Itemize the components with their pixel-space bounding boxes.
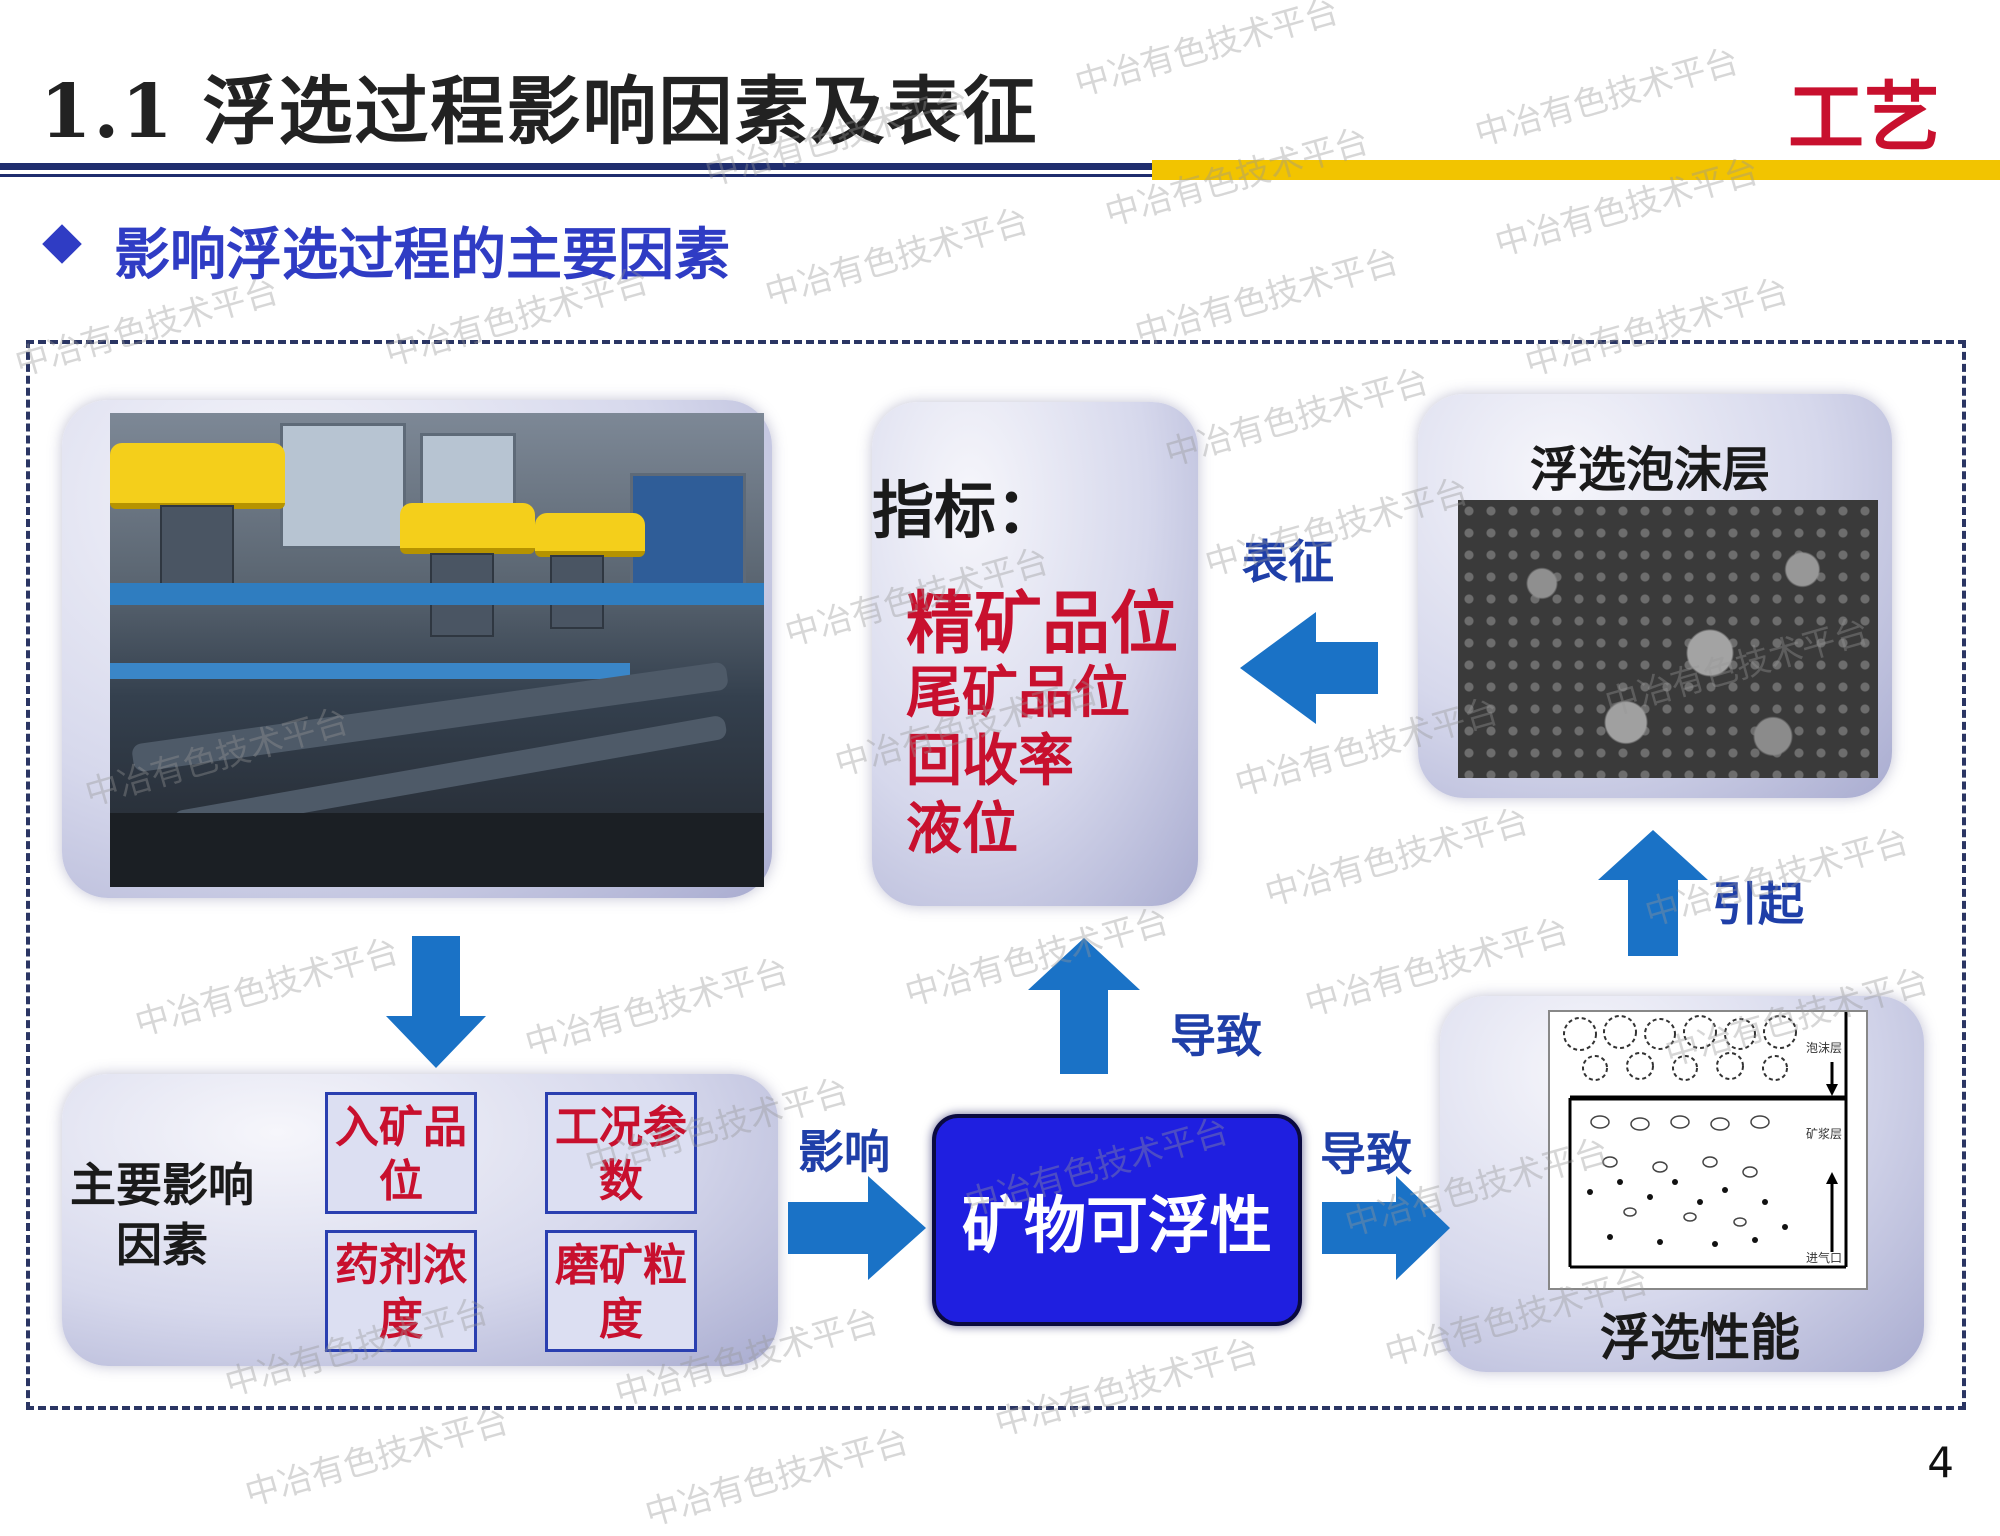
header-rule-navy-thin bbox=[0, 174, 1152, 177]
header-rule-navy bbox=[0, 163, 1152, 170]
foam-photo bbox=[1458, 500, 1878, 778]
diagram-label-foam-layer: 泡沫层 bbox=[1806, 1041, 1842, 1055]
page-number: 4 bbox=[1927, 1438, 1954, 1487]
factor-grind-size: 磨矿粒度 bbox=[545, 1230, 697, 1352]
factor-reagent-concentration: 药剂浓度 bbox=[325, 1230, 477, 1352]
arrow-right-performance-icon bbox=[1322, 1176, 1450, 1280]
indicators-panel bbox=[872, 402, 1198, 906]
flotation-plant-photo bbox=[110, 413, 764, 887]
section-tag: 工艺 bbox=[1788, 73, 1940, 162]
mineral-floatability-box: 矿物可浮性 bbox=[932, 1114, 1302, 1326]
arrow-left-icon bbox=[1240, 612, 1378, 724]
diagram-label-air-inlet: 进气口 bbox=[1806, 1250, 1842, 1265]
indicator-tailing-grade: 尾矿品位 bbox=[906, 661, 1130, 726]
arrow-up-indicators-icon bbox=[1028, 938, 1140, 1074]
arrow-right-influence-icon bbox=[788, 1176, 926, 1280]
section-subtitle: 影响浮选过程的主要因素 bbox=[114, 223, 730, 288]
diagram-label-slurry-layer: 矿浆层 bbox=[1806, 1126, 1842, 1141]
label-characterize: 表征 bbox=[1242, 535, 1334, 589]
flow-arrows bbox=[386, 612, 1708, 1280]
label-cause: 引起 bbox=[1712, 877, 1804, 931]
factor-operating-params: 工况参数 bbox=[545, 1092, 697, 1214]
indicators-heading: 指标： bbox=[872, 474, 1059, 547]
indicator-concentrate-grade: 精矿品位 bbox=[906, 585, 1179, 664]
arrow-down-icon bbox=[386, 936, 486, 1068]
label-leads-right: 导致 bbox=[1320, 1127, 1412, 1181]
label-influence: 影响 bbox=[798, 1125, 890, 1179]
indicator-liquid-level: 液位 bbox=[906, 797, 1018, 862]
diagram-frame bbox=[26, 340, 1966, 1410]
header-rule-gold bbox=[1152, 160, 2000, 180]
mineral-floatability-label: 矿物可浮性 bbox=[961, 1189, 1272, 1262]
factors-label-text: 主要影响因素 bbox=[70, 1158, 254, 1272]
flotation-cell-diagram: 泡沫层 矿浆层 进气口 bbox=[1548, 1010, 1868, 1290]
factors-label: 主要影响因素 bbox=[62, 1155, 262, 1275]
arrow-up-foam-icon bbox=[1598, 830, 1708, 956]
indicator-recovery: 回收率 bbox=[906, 729, 1074, 794]
factor-feed-grade: 入矿品位 bbox=[325, 1092, 477, 1214]
label-leads-up: 导致 bbox=[1170, 1009, 1262, 1063]
page-title: 1.1 浮选过程影响因素及表征 bbox=[40, 69, 1039, 155]
performance-title: 浮选性能 bbox=[1600, 1309, 1800, 1367]
flotation-cell-svg: 泡沫层 矿浆层 进气口 bbox=[1563, 1012, 1848, 1269]
foam-title: 浮选泡沫层 bbox=[1530, 442, 1771, 498]
